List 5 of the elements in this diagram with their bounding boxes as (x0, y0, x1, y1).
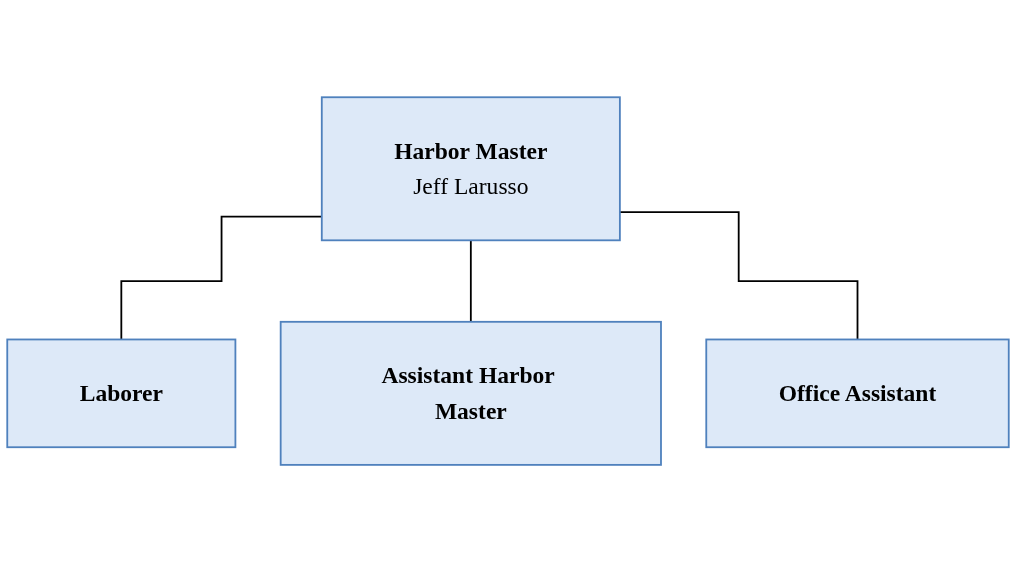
node-box: Harbor Master Jeff Larusso (320, 96, 621, 242)
node-box: Office Assistant (705, 339, 1010, 449)
connector (469, 239, 472, 324)
node-box: Assistant Harbor Master (279, 321, 662, 467)
node-box: Laborer (6, 339, 237, 449)
